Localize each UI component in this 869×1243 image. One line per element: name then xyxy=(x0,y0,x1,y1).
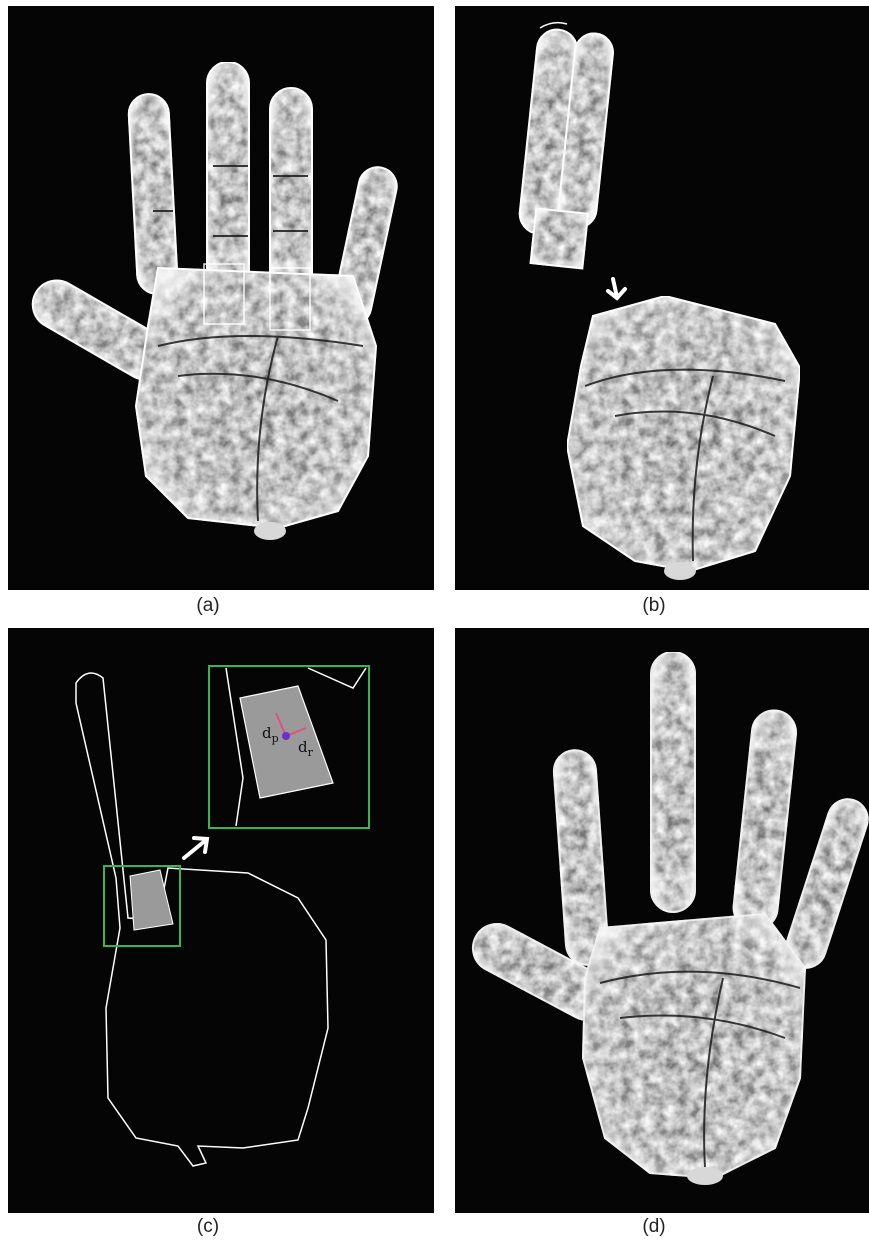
caption-c: (c) xyxy=(178,1216,238,1238)
hand-image-b xyxy=(455,6,869,590)
inset-contour-left xyxy=(226,668,243,826)
up-right-arrow-icon xyxy=(184,838,207,858)
panel-a-segmented-hand xyxy=(8,6,434,590)
inset-root-region xyxy=(240,686,333,798)
center-point xyxy=(282,732,290,740)
inset-contour-top xyxy=(308,668,366,688)
hand-shape-d xyxy=(465,652,869,1178)
hand-image-a xyxy=(8,6,434,590)
hand-image-d xyxy=(455,628,869,1213)
wrist-fragment-d xyxy=(687,1167,723,1185)
caption-a: (a) xyxy=(178,595,238,617)
palm-shape-b xyxy=(567,296,800,571)
finger-segment-b xyxy=(515,28,615,270)
rotation-arc xyxy=(540,23,567,28)
hand-shape-a xyxy=(24,62,400,528)
caption-d: (d) xyxy=(624,1216,684,1238)
caption-b: (b) xyxy=(624,595,684,617)
down-arrow-icon xyxy=(608,279,625,298)
panel-c-contour-zoom: dp dr xyxy=(8,628,434,1213)
panel-d-aligned-hand xyxy=(455,628,869,1213)
wrist-fragment-a xyxy=(254,522,286,540)
panel-b-finger-removal xyxy=(455,6,869,590)
wrist-fragment-b xyxy=(664,562,696,580)
contour-diagram-c: dp dr xyxy=(8,628,434,1213)
